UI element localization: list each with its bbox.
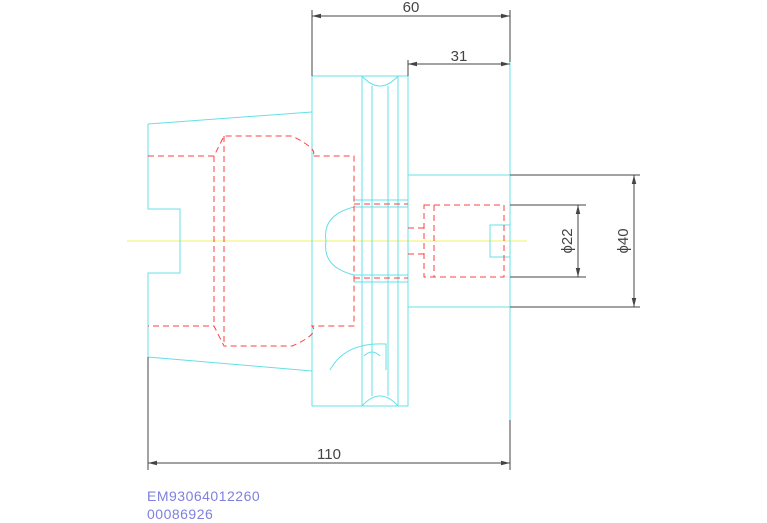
serial-number: 00086926 [147, 506, 214, 522]
hidden-lines [148, 135, 505, 347]
dim-60-label: 60 [403, 0, 420, 16]
dim-110-label: 110 [317, 446, 341, 463]
dim-40-label: ϕ40 [615, 228, 632, 253]
part-outline [147, 62, 511, 420]
dim-31-label: 31 [451, 48, 468, 65]
dimension-lines [147, 10, 640, 470]
dim-22-label: ϕ22 [559, 228, 576, 253]
part-number: EM93064012260 [147, 488, 261, 504]
